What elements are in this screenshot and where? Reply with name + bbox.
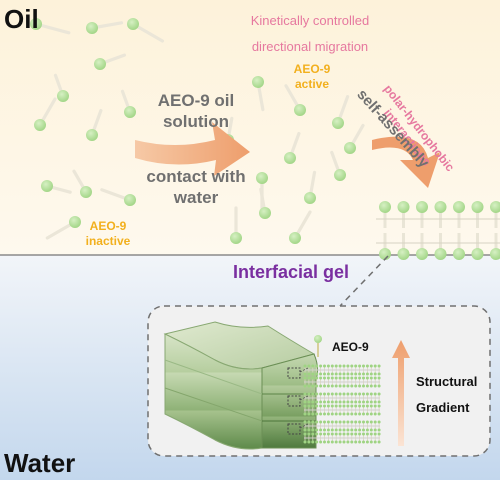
contact-line1: contact with <box>146 167 246 186</box>
aeo9-molecule <box>230 206 242 244</box>
gel-block-3d <box>163 321 319 450</box>
aeo9-active-line2: active <box>294 77 330 91</box>
aeo9-molecule <box>45 216 81 240</box>
dispersed-aeo9-molecules <box>30 18 365 244</box>
structural-gradient-arrow <box>392 340 410 446</box>
mini-bilayer-stack <box>299 364 381 388</box>
aeo9-inactive-line2: inactive <box>85 234 131 248</box>
kinetic-migration-label: Kinetically controlled directional migra… <box>222 8 398 60</box>
bilayer-molecule-pair <box>416 201 428 260</box>
aeo9-molecule <box>344 123 365 154</box>
aeo9-molecule <box>304 170 317 204</box>
legend-aeo9-label: AEO-9 <box>332 340 369 354</box>
aeo9-molecule <box>100 188 136 206</box>
mini-bilayer-stack <box>299 420 381 444</box>
aeo9-molecule <box>284 131 301 164</box>
aeo9-molecule <box>86 21 124 34</box>
aeo9-molecule <box>252 76 265 112</box>
aeo9-molecule <box>284 84 306 116</box>
aeo9-molecule <box>72 169 92 198</box>
contact-line2: water <box>173 188 219 207</box>
oil-solution-label: AEO-9 oil solution <box>146 90 246 132</box>
mini-bilayer-stack <box>299 392 381 416</box>
aeo9-molecule <box>330 150 346 181</box>
aeo9-molecule <box>120 89 136 118</box>
oil-phase-background <box>0 0 500 255</box>
zoom-marker-1 <box>287 367 301 379</box>
zoom-connector-line <box>339 255 389 307</box>
interfacial-gel-label: Interfacial gel <box>233 262 350 282</box>
self-assembly-arrow <box>372 136 440 188</box>
contact-water-label: contact with water <box>136 166 256 208</box>
aeo9-molecule <box>259 187 271 219</box>
legend-molecule-icon <box>314 335 322 357</box>
kinetic-line2: directional migration <box>251 39 369 54</box>
oil-solution-line1: AEO-9 oil <box>157 91 235 110</box>
kinetic-line1: Kinetically controlled <box>250 13 370 28</box>
aeo9-inactive-line1: AEO-9 <box>89 219 127 233</box>
structural-label: Structural <box>416 374 478 389</box>
aeo9-active-label: AEO-9 active <box>282 62 342 92</box>
aeo9-molecule <box>86 108 103 141</box>
layered-bilayer-stacks <box>299 364 381 444</box>
oil-phase-label: Oil <box>4 4 39 34</box>
oil-solution-line2: solution <box>162 112 230 131</box>
contact-arrow <box>135 122 250 176</box>
gradient-label: Gradient <box>416 400 470 415</box>
zoom-marker-3 <box>287 423 301 435</box>
aeo9-molecule <box>34 97 57 131</box>
aeo9-molecule <box>332 95 350 129</box>
aeo9-molecule <box>94 53 127 70</box>
zoom-marker-2 <box>287 395 301 407</box>
aeo9-active-line1: AEO-9 <box>293 62 331 76</box>
aeo9-molecule <box>41 180 72 194</box>
interfacial-bilayer-assembly <box>376 201 500 260</box>
aeo9-molecule <box>127 18 165 43</box>
aeo9-inactive-label: AEO-9 inactive <box>78 219 138 249</box>
aeo9-molecule <box>289 210 312 244</box>
aeo9-molecule <box>30 18 71 35</box>
water-phase-label: Water <box>4 448 76 478</box>
aeo9-molecule <box>53 73 69 102</box>
